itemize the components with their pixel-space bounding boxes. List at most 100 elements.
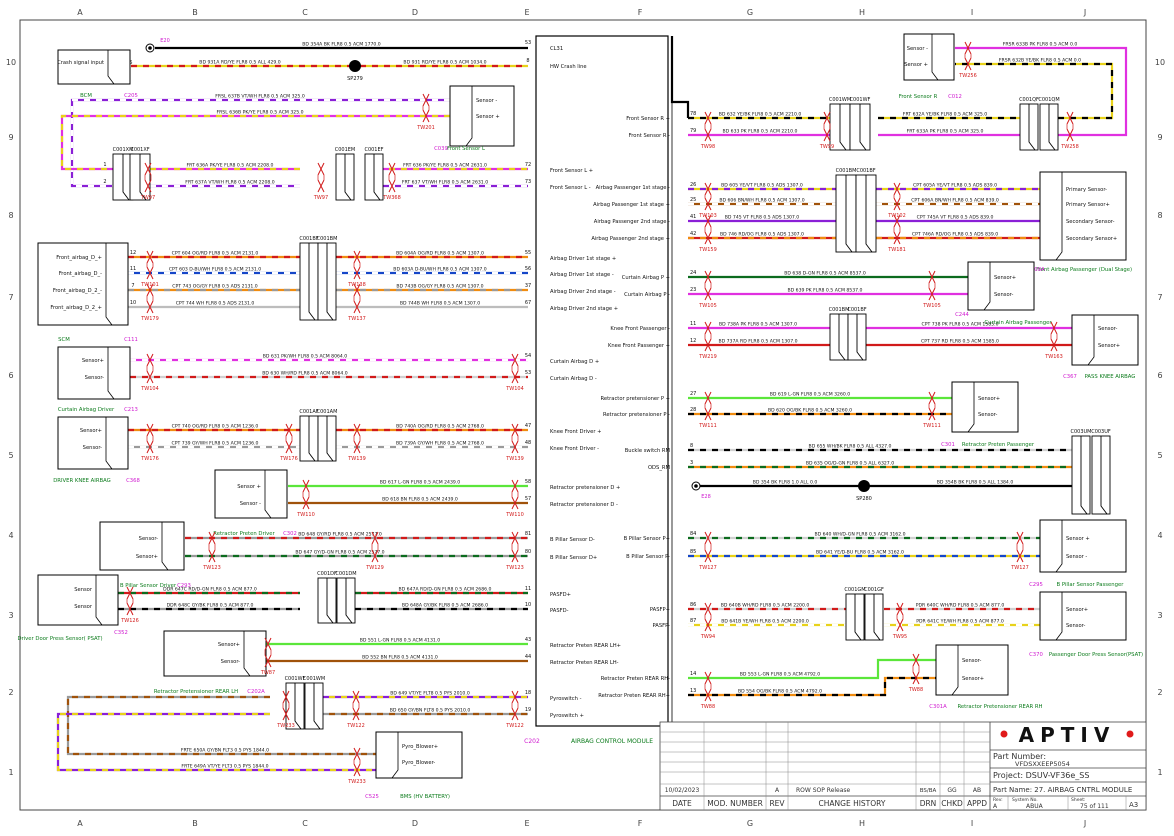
history-change: ROW SOP Release [796, 787, 851, 794]
pin-number: 79 [690, 128, 696, 134]
component-pin-label: Pyro_Blower- [402, 760, 435, 766]
wire-label: FRT 637 VT/WH FLR8 0.5 ACM 2631.0 [402, 180, 488, 186]
component-pin-label: Sensor [74, 604, 93, 610]
twist-label: TW111 [698, 423, 717, 429]
component-pin-label: Front_airbag_D_- [59, 271, 102, 277]
inline-connector: C001WM [303, 676, 325, 730]
acm-pin-left: PASFD- [550, 608, 569, 614]
grid-row-label: 9 [1157, 133, 1162, 142]
history-drn: BS/BA [920, 788, 937, 794]
inline-connector: C001GM [844, 587, 866, 641]
acm-title: AIRBAG CONTROL MODULE [571, 738, 653, 745]
component-pin-label: Sensor- [83, 445, 102, 451]
twist-marker: TW163 [1044, 321, 1063, 360]
inline-connector: C003UM [1070, 429, 1092, 515]
component-name: BCM [80, 93, 92, 99]
pin-number: 56 [525, 266, 531, 272]
pin-number: 11 [525, 586, 531, 592]
grid-row-label: 2 [1157, 688, 1162, 697]
wire-label: BD 606 BN/WH FLR8 0.5 ACM 1307.0 [719, 198, 804, 204]
connector-label: C001XF [130, 147, 149, 153]
ground-icon [691, 481, 701, 491]
component-pin-label: Sensor+ [994, 275, 1016, 281]
pin-number: 44 [525, 654, 531, 660]
component-name: B Pillar Sensor Driver [120, 583, 177, 589]
twist-label: TW98 [700, 144, 715, 150]
wire-label: BD 354B BK FLR8 0.5 ALL 1384.0 [937, 480, 1014, 486]
component-name: Driver Door Press Sensor( PSAT) [17, 636, 102, 642]
acm-pin-right: Airbag Passenger 1st stage + [593, 202, 670, 208]
twist-marker: TW105 [698, 270, 717, 309]
header-date: DATE [672, 799, 692, 808]
acm-ref: C202 [524, 738, 540, 745]
component-ref: C302 [283, 531, 297, 537]
acm-pin-right: Buckle switch RM [625, 448, 670, 454]
pin-number: 85 [690, 549, 696, 555]
wire-stripe [70, 98, 450, 188]
wire-label: BD 647A RD/D-GN FLR8 0.5 ACM 2686.0 [399, 587, 492, 593]
twist-label: TW127 [698, 565, 717, 571]
twist-marker: TW179 [140, 283, 159, 322]
twist-label: TW181 [887, 247, 906, 253]
connector-label: C003UM [1070, 429, 1091, 435]
wire-label: BD 639 PK FLR8 0.5 ACM 8537.0 [788, 288, 863, 294]
twist-marker: TW101 [140, 250, 159, 288]
connector-label: C001XM [113, 147, 134, 153]
grid-column-label: J [1083, 8, 1086, 17]
twist-label: TW179 [140, 316, 159, 322]
twist-label: TW105 [698, 303, 717, 309]
twist-label: TW233 [347, 779, 366, 785]
acm-pin-right: B Pillar Sensor P+ [624, 536, 670, 542]
grid-row-label: 7 [1157, 293, 1162, 302]
twist-marker: TW129 [365, 531, 384, 571]
pin-number: 55 [525, 250, 531, 256]
header-rev: REV [769, 799, 785, 808]
twist-label: TW88 [700, 704, 715, 710]
twist-label: TW104 [140, 386, 159, 392]
grid-column-label: B [192, 819, 198, 828]
twist-label: TW139 [505, 456, 524, 462]
twist-label: TW122 [505, 723, 524, 729]
acm-pin-left: Retractor pretensioner D + [550, 485, 620, 491]
acm-pin-right: ODS_RM [648, 465, 670, 471]
wire-label: CPT 745A VT FLR8 0.5 ADS 839.0 [917, 215, 994, 221]
sheet-size: A3 [1129, 801, 1138, 809]
splice-label: SP279 [347, 76, 363, 82]
wire-label: CPT 738 PK FLR8 0.5 ACM 1585.0 [921, 322, 998, 328]
wire-stripe [56, 712, 395, 772]
connector-label: C001QM [1038, 97, 1059, 103]
acm-pin-right: PASFP- [652, 623, 670, 629]
pin-number: 73 [525, 179, 531, 185]
wire-label: BD 655 WH/BK FLR8 0.5 ALL 4327.0 [809, 444, 892, 450]
inline-connector: C001BM [829, 307, 849, 361]
component-pin-label: Sensor [74, 587, 93, 593]
inline-connector: C001WF [285, 676, 306, 730]
pin-number: 2 [103, 179, 106, 185]
inline-connector: C001EM [335, 147, 355, 201]
wire-label: BD 603A D-BU/WH FLR8 0.5 ACM 1307.0 [393, 267, 486, 273]
connector-label: C001WM [303, 676, 325, 682]
component-pin-label: Crash signal input [57, 60, 104, 66]
grid-column-label: F [638, 8, 643, 17]
twist-marker: TW99 [819, 111, 834, 150]
wire-label: BD 617 L-GN FLR8 0.5 ACM 2439.0 [380, 480, 461, 486]
history-appd: AB [973, 787, 981, 794]
twist-label: TW97 [313, 195, 328, 201]
connector-label: C003UF [1091, 429, 1111, 435]
component-ref: C293 [177, 583, 191, 589]
twist-marker: TW111 [922, 391, 941, 429]
grid-column-label: I [971, 819, 973, 828]
pin-number: 14 [690, 671, 696, 677]
component-name: Retractor Pretensioner REAR LH [154, 689, 238, 695]
twist-marker: TW219 [698, 321, 717, 360]
twist-marker: TW97 [313, 162, 328, 201]
pin-number: 87 [690, 618, 696, 624]
wire-label: CPT 603 D-BU/WH FLR8 0.5 ACM 2131.0 [169, 267, 261, 273]
splice-dot [349, 60, 361, 72]
acm-pin-right: Knee Front Passenger - [610, 326, 670, 332]
pin-number: 86 [690, 602, 696, 608]
component-pin-label: Sensor+ [82, 358, 104, 364]
grid-row-label: 10 [6, 58, 16, 67]
twist-marker: TW110 [505, 479, 524, 518]
